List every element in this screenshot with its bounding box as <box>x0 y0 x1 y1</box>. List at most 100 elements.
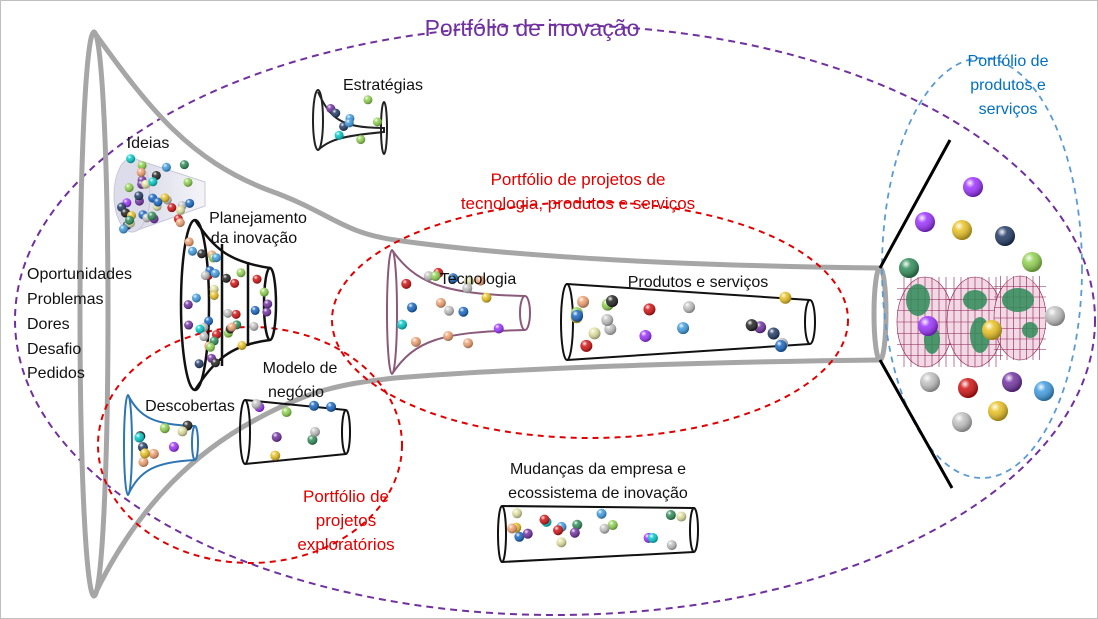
idea-ball <box>344 118 354 128</box>
input-item: Problemas <box>27 291 103 308</box>
idea-ball <box>643 303 656 316</box>
mudancas-tube-mouth <box>497 505 507 563</box>
idea-ball <box>493 323 504 334</box>
idea-ball <box>252 274 262 284</box>
idea-ball <box>920 372 940 392</box>
idea-ball <box>458 306 469 317</box>
modelo-tube-mouth <box>239 399 251 465</box>
idea-ball <box>407 302 418 313</box>
planejamento-funnel-body <box>193 219 271 391</box>
idea-ball <box>677 322 690 335</box>
idea-ball <box>281 407 292 418</box>
idea-ball <box>159 423 170 434</box>
idea-ball <box>401 278 412 289</box>
idea-ball <box>988 401 1008 421</box>
funnel-bottom-edge <box>91 357 883 599</box>
idea-ball <box>230 278 240 288</box>
produtos-tube <box>560 283 816 361</box>
descobertas-funnel-mouth <box>123 394 133 496</box>
idea-ball <box>179 160 189 170</box>
idea-ball <box>210 268 220 278</box>
label-tecnologia: Tecnologia <box>440 271 517 288</box>
idea-ball <box>647 533 658 544</box>
idea-ball <box>553 525 564 536</box>
idea-ball <box>512 508 523 519</box>
idea-ball <box>187 246 197 256</box>
diagram-title: Portfólio de inovação <box>425 15 640 41</box>
idea-ball <box>588 327 601 340</box>
produtos-tube-body <box>566 283 811 361</box>
idea-ball <box>556 537 567 548</box>
idea-ball <box>607 520 618 531</box>
idea-ball <box>210 358 220 368</box>
idea-ball <box>443 331 454 342</box>
idea-ball <box>952 220 972 240</box>
idea-ball <box>774 339 787 352</box>
label-planejamento-1: Planejamento <box>209 210 307 227</box>
idea-ball <box>148 177 158 187</box>
idea-ball <box>683 301 696 314</box>
idea-ball <box>161 162 171 172</box>
idea-ball <box>134 432 145 443</box>
label-portfolio-produtos-2: produtos e <box>970 77 1046 94</box>
idea-ball <box>331 108 341 118</box>
idea-ball <box>995 226 1015 246</box>
idea-ball <box>334 130 344 140</box>
idea-ball <box>184 237 194 247</box>
estrategias-funnel-mouth <box>312 89 324 151</box>
mudancas-tube-body <box>501 505 695 563</box>
idea-ball <box>237 340 247 350</box>
idea-ball <box>138 457 149 468</box>
idea-balls <box>117 95 1065 551</box>
label-portfolio-exploratorios-3: exploratórios <box>297 535 394 554</box>
input-item: Dores <box>27 316 70 333</box>
projetos-portfolio-ellipse <box>331 201 849 439</box>
descobertas-funnel-end <box>191 425 199 461</box>
map-landmass <box>963 290 987 310</box>
idea-ball <box>430 271 441 282</box>
idea-ball <box>309 400 320 411</box>
idea-ball <box>577 295 590 308</box>
idea-ball <box>223 308 233 318</box>
idea-ball <box>522 528 533 539</box>
idea-ball <box>1022 252 1042 272</box>
output-fan-bottom <box>878 359 954 489</box>
idea-ball <box>599 523 610 534</box>
label-portfolio-exploratorios-1: Portfólio de <box>303 487 389 506</box>
idea-ball <box>604 323 617 336</box>
idea-ball <box>435 297 446 308</box>
idea-ball <box>571 309 584 322</box>
idea-ball <box>251 399 262 410</box>
funnel-top-edge <box>91 29 883 271</box>
idea-ball <box>326 401 337 412</box>
idea-ball <box>199 332 209 342</box>
idea-ball <box>262 307 272 317</box>
label-portfolio-produtos-1: Portfólio de <box>968 53 1049 70</box>
idea-ball <box>185 198 195 208</box>
idea-ball <box>126 154 136 164</box>
idea-ball <box>463 338 474 349</box>
produtos-tube-end <box>804 299 816 345</box>
label-produtos-servicos: Produtos e serviços <box>628 274 769 291</box>
idea-ball <box>958 378 978 398</box>
mudancas-tube <box>497 505 699 563</box>
idea-ball <box>779 291 792 304</box>
idea-ball <box>569 527 580 538</box>
output-fan-top <box>878 139 952 269</box>
idea-ball <box>462 283 473 294</box>
idea-ball <box>596 508 607 519</box>
label-modelo-1: Modelo de <box>263 360 338 377</box>
input-item: Oportunidades <box>27 266 132 283</box>
idea-ball <box>153 197 163 207</box>
idea-ball <box>952 412 972 432</box>
innovation-funnel <box>77 29 889 599</box>
mudancas-tube-end <box>689 507 699 553</box>
idea-ball <box>250 305 260 315</box>
label-portfolio-produtos-3: serviços <box>979 101 1038 118</box>
map-landmass <box>1002 288 1034 312</box>
input-item: Pedidos <box>27 365 85 382</box>
idea-ball <box>601 313 614 326</box>
idea-ball <box>514 531 525 542</box>
idea-ball <box>236 268 246 278</box>
idea-ball <box>227 322 237 332</box>
